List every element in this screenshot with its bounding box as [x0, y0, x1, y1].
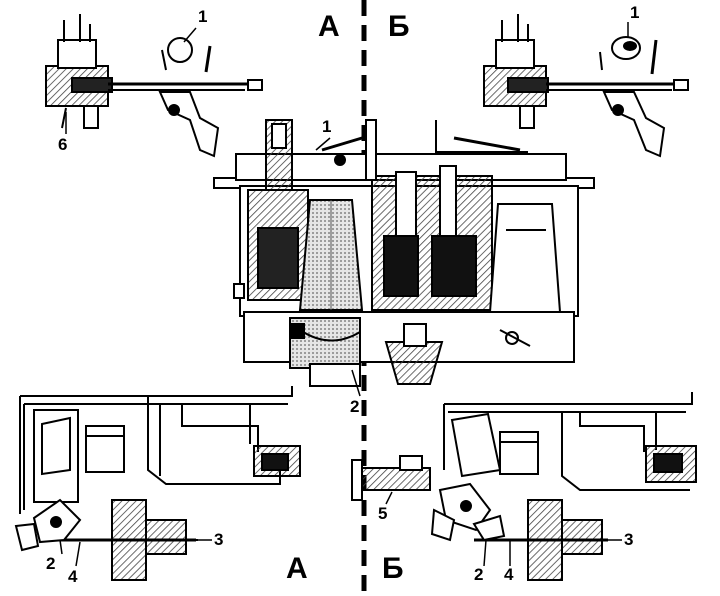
callout-1-center: 1: [322, 117, 332, 136]
carburetor-body: [213, 119, 595, 387]
callout-4-right: 4: [504, 565, 514, 584]
callout-2-center: 2: [350, 397, 360, 416]
section-label-b-bottom: Б: [382, 552, 404, 585]
callout-2-left: 2: [46, 554, 56, 573]
callout-leaders: [59, 22, 629, 567]
callout-3-left: 3: [214, 530, 224, 549]
callout-4-left: 4: [68, 567, 78, 586]
assembly-bottom-left: [14, 386, 301, 581]
section-label-b-top: Б: [388, 10, 410, 43]
callout-5: 5: [378, 504, 388, 523]
callout-6: 6: [58, 135, 68, 154]
callout-2-right: 2: [474, 565, 484, 584]
callout-1-top-right: 1: [630, 3, 640, 22]
section-label-a-bottom: А: [286, 552, 308, 585]
callout-3-right: 3: [624, 530, 634, 549]
callout-1-top-left: 1: [198, 7, 208, 26]
assembly-bottom-right: [351, 392, 697, 581]
detail-top-right: [483, 14, 689, 158]
detail-top-left: [45, 14, 263, 158]
section-label-a-top: А: [318, 10, 340, 43]
